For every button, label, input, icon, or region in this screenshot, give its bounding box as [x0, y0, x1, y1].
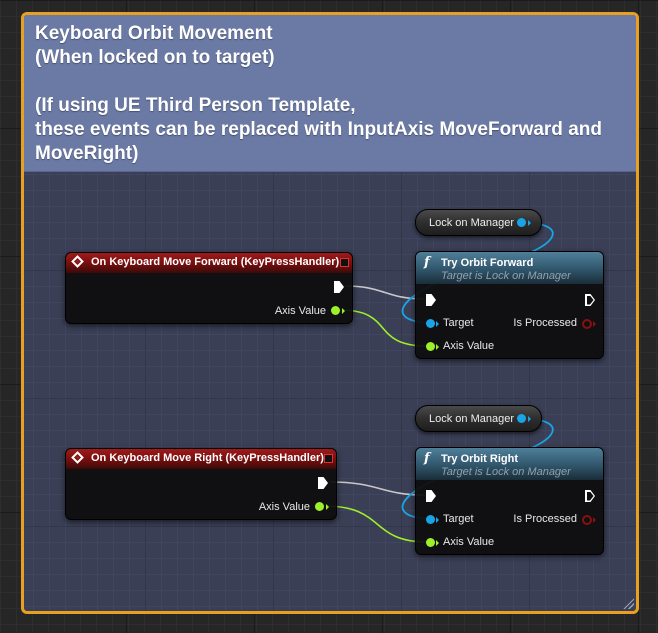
function-node-subtitle: Target is Lock on Manager — [441, 466, 571, 478]
event-node-title: On Keyboard Move Forward (KeyPressHandle… — [91, 256, 340, 268]
axis-value-output-label: Axis Value — [274, 305, 326, 317]
target-label: Target — [443, 317, 474, 329]
event-diamond-icon — [71, 451, 84, 464]
lock-on-manager-variable-top[interactable]: Lock on Manager — [415, 209, 542, 236]
function-f-icon: f — [424, 451, 430, 466]
variable-output-pin[interactable] — [517, 218, 526, 227]
function-node-subtitle: Target is Lock on Manager — [441, 270, 571, 282]
axis-value-output-label: Axis Value — [258, 501, 310, 513]
pin-arrow-icon — [436, 540, 439, 546]
function-node-title: Try Orbit Right — [441, 453, 518, 465]
exec-input-pin[interactable] — [426, 294, 436, 306]
target-label: Target — [443, 513, 474, 525]
pin-arrow-icon — [593, 321, 596, 327]
function-node-header: f Try Orbit Forward Target is Lock on Ma… — [416, 252, 603, 284]
resize-grip-icon[interactable] — [622, 597, 634, 609]
axis-value-input-label: Axis Value — [443, 340, 495, 352]
comment-header[interactable]: Keyboard Orbit Movement (When locked on … — [24, 15, 636, 172]
delegate-square-icon[interactable] — [324, 454, 333, 463]
lock-on-manager-variable-bottom[interactable]: Lock on Manager — [415, 405, 542, 432]
function-node-try-orbit-right[interactable]: f Try Orbit Right Target is Lock on Mana… — [415, 447, 604, 555]
is-processed-output-pin[interactable] — [582, 515, 592, 525]
event-diamond-icon — [71, 255, 84, 268]
axis-value-input-pin[interactable] — [426, 342, 435, 351]
event-node-move-right[interactable]: On Keyboard Move Right (KeyPressHandler)… — [65, 448, 337, 520]
pin-arrow-icon — [528, 220, 531, 226]
exec-output-pin[interactable] — [585, 294, 595, 306]
axis-value-input-pin[interactable] — [426, 538, 435, 547]
pin-arrow-icon — [528, 416, 531, 422]
comment-text: Keyboard Orbit Movement (When locked on … — [35, 23, 602, 164]
pin-arrow-icon — [593, 517, 596, 523]
function-node-try-orbit-forward[interactable]: f Try Orbit Forward Target is Lock on Ma… — [415, 251, 604, 359]
pin-arrow-icon — [436, 344, 439, 350]
variable-label: Lock on Manager — [429, 217, 514, 229]
axis-value-output-pin[interactable] — [315, 502, 324, 511]
function-f-icon: f — [424, 255, 430, 270]
function-node-title: Try Orbit Forward — [441, 257, 534, 269]
pin-arrow-icon — [326, 504, 329, 510]
variable-output-pin[interactable] — [517, 414, 526, 423]
is-processed-label: Is Processed — [513, 513, 577, 525]
variable-label: Lock on Manager — [429, 413, 514, 425]
event-node-move-forward[interactable]: On Keyboard Move Forward (KeyPressHandle… — [65, 252, 353, 324]
exec-output-pin[interactable] — [585, 490, 595, 502]
pin-arrow-icon — [436, 517, 439, 523]
pin-arrow-icon — [436, 321, 439, 327]
is-processed-output-pin[interactable] — [582, 319, 592, 329]
exec-input-pin[interactable] — [426, 490, 436, 502]
pin-arrow-icon — [342, 308, 345, 314]
axis-value-output-pin[interactable] — [331, 306, 340, 315]
exec-output-pin[interactable] — [334, 281, 344, 293]
event-node-title: On Keyboard Move Right (KeyPressHandler) — [91, 452, 324, 464]
function-node-header: f Try Orbit Right Target is Lock on Mana… — [416, 448, 603, 480]
target-input-pin[interactable] — [426, 515, 435, 524]
delegate-square-icon[interactable] — [340, 258, 349, 267]
is-processed-label: Is Processed — [513, 317, 577, 329]
event-node-header: On Keyboard Move Forward (KeyPressHandle… — [66, 253, 352, 273]
event-node-header: On Keyboard Move Right (KeyPressHandler) — [66, 449, 336, 469]
exec-output-pin[interactable] — [318, 477, 328, 489]
target-input-pin[interactable] — [426, 319, 435, 328]
axis-value-input-label: Axis Value — [443, 536, 495, 548]
